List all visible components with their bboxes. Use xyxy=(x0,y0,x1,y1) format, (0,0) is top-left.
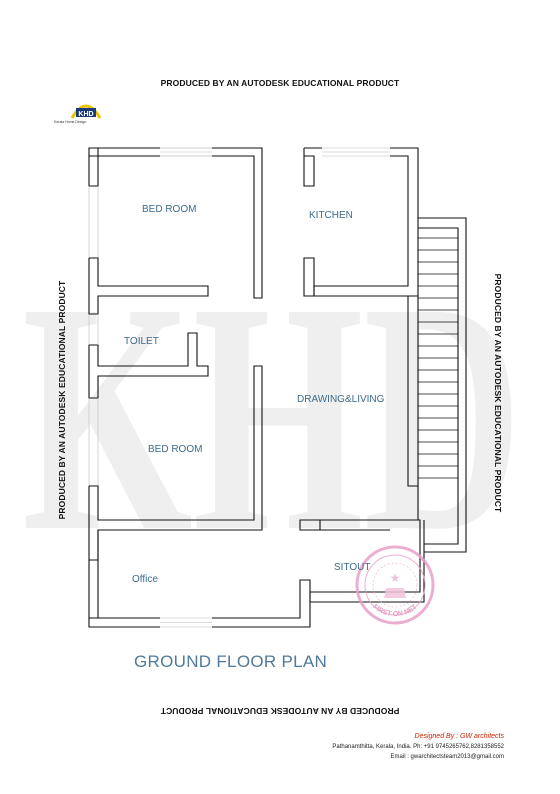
right-stamp-text: PRODUCED BY AN AUTODESK EDUCATIONAL PROD… xyxy=(493,273,503,513)
wall-kitchen-top xyxy=(303,147,322,187)
svg-text:★: ★ xyxy=(390,571,401,585)
wall-kitchen-right xyxy=(313,147,419,297)
room-label-drawing-living: DRAWING&LIVING xyxy=(297,394,385,405)
svg-text:FIRST ON NET: FIRST ON NET xyxy=(372,603,420,618)
wall-kitchen-left xyxy=(303,257,315,297)
designer-credit: Designed By : GW architects Pathanamthit… xyxy=(332,732,504,762)
room-label-sitout: SITOUT xyxy=(334,562,371,573)
wall-sitout-top xyxy=(299,519,390,531)
designed-by: Designed By : GW architects xyxy=(414,733,504,740)
walls xyxy=(88,147,467,628)
stair-outer xyxy=(418,217,467,553)
window-office xyxy=(160,617,212,628)
logo-caption: Kerala Home Design xyxy=(54,120,87,124)
left-stamp-text: PRODUCED BY AN AUTODESK EDUCATIONAL PROD… xyxy=(57,280,67,520)
wall-left-window-2 xyxy=(88,314,99,345)
room-label-office: Office xyxy=(132,574,158,585)
designer-address: Pathanamthitta, Kerala, India. Ph: +91 9… xyxy=(332,744,504,750)
wall-left-window-1 xyxy=(88,186,99,258)
wall-top-mid xyxy=(212,147,263,299)
wall-left-window-3 xyxy=(88,398,99,486)
room-label-kitchen: KITCHEN xyxy=(309,210,353,221)
stair-lower-wall xyxy=(408,485,419,520)
seal-text: FIRST ON NET xyxy=(372,603,420,618)
room-label-bedroom-top: BED ROOM xyxy=(142,204,197,215)
window-kitchen-top xyxy=(322,147,390,157)
bottom-stamp-text: PRODUCED BY AN AUTODESK EDUCATIONAL PROD… xyxy=(160,706,400,716)
wall-kitchen-right-lower xyxy=(407,295,419,487)
wall-sitout-right xyxy=(309,519,425,603)
room-label-toilet: TOILET xyxy=(124,336,159,347)
wall-left-lower xyxy=(88,365,263,561)
wall-top-left xyxy=(89,147,160,157)
top-stamp-text: PRODUCED BY AN AUTODESK EDUCATIONAL PROD… xyxy=(160,78,400,88)
wall-office-right xyxy=(212,579,311,628)
logo-mark: KHD xyxy=(78,111,93,118)
logo-icon: KHD xyxy=(70,104,102,119)
designer-email: Email : gwarchitectsteam2013@gmail.com xyxy=(390,754,504,760)
stair-treads xyxy=(418,237,458,479)
wall-left-mid xyxy=(88,257,209,315)
wall-office xyxy=(88,530,160,628)
wall-left-upper xyxy=(88,147,99,187)
plan-title: GROUND FLOOR PLAN xyxy=(134,652,328,671)
first-on-net-seal-icon: ★ FIRST ON NET xyxy=(355,545,435,625)
room-label-bedroom-bottom: BED ROOM xyxy=(148,444,203,455)
